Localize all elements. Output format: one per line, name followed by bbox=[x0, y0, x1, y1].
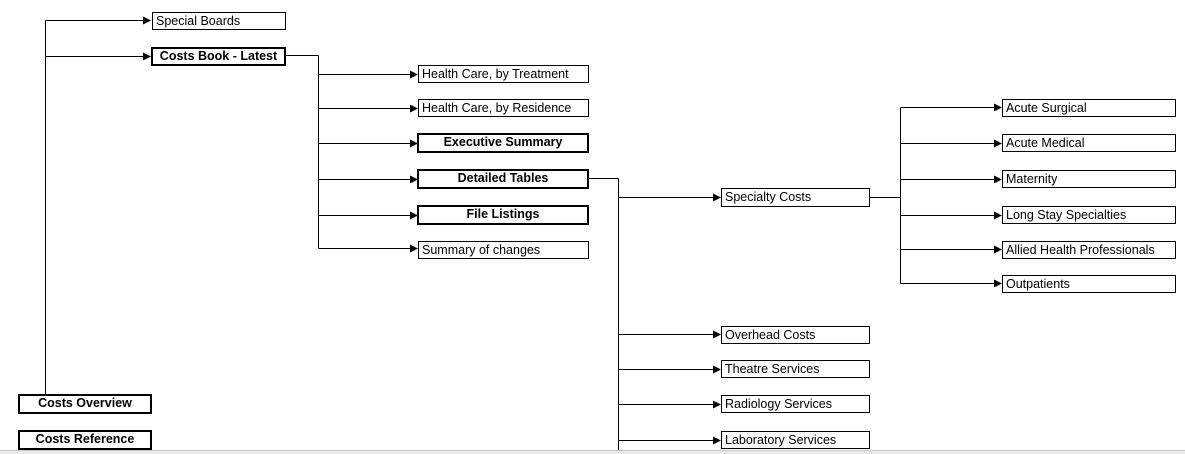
arrow-level4-4-arrowhead bbox=[994, 245, 1002, 254]
node-costs-book-latest[interactable]: Costs Book - Latest bbox=[151, 47, 286, 66]
arrow-special-boards-arrowhead bbox=[143, 16, 151, 25]
arrow-level4-0-arrowhead bbox=[994, 103, 1002, 112]
arrow-level2-4-arrowhead bbox=[410, 211, 418, 220]
node-executive-summary[interactable]: Executive Summary bbox=[417, 133, 589, 153]
node-detailed-tables[interactable]: Detailed Tables bbox=[417, 169, 589, 189]
node-allied-health-professionals[interactable]: Allied Health Professionals bbox=[1002, 241, 1176, 259]
node-maternity[interactable]: Maternity bbox=[1002, 170, 1176, 188]
node-acute-medical[interactable]: Acute Medical bbox=[1002, 134, 1176, 152]
arrow-level2-1-arrowhead bbox=[410, 104, 418, 113]
arrow-level3-0-arrowhead bbox=[713, 193, 721, 202]
arrow-level2-5-arrowhead bbox=[410, 244, 418, 253]
node-laboratory-services[interactable]: Laboratory Services bbox=[721, 431, 870, 449]
arrow-level2-2-arrowhead bbox=[410, 139, 418, 148]
node-theatre-services[interactable]: Theatre Services bbox=[721, 360, 870, 378]
arrow-level4-1-arrowhead bbox=[994, 139, 1002, 148]
arrow-level3-2-arrowhead bbox=[713, 365, 721, 374]
arrow-level3-1-arrowhead bbox=[713, 330, 721, 339]
arrow-level4-2-arrowhead bbox=[994, 175, 1002, 184]
node-costs-overview[interactable]: Costs Overview bbox=[18, 394, 152, 414]
node-acute-surgical[interactable]: Acute Surgical bbox=[1002, 99, 1176, 117]
arrow-level2-3-arrowhead bbox=[410, 175, 418, 184]
node-long-stay-specialties[interactable]: Long Stay Specialties bbox=[1002, 206, 1176, 224]
arrow-level3-4-arrowhead bbox=[713, 436, 721, 445]
node-health-care-by-treatment[interactable]: Health Care, by Treatment bbox=[418, 65, 589, 83]
node-special-boards[interactable]: Special Boards bbox=[152, 12, 286, 30]
node-radiology-services[interactable]: Radiology Services bbox=[721, 395, 870, 413]
arrow-level2-0-arrowhead bbox=[410, 70, 418, 79]
node-file-listings[interactable]: File Listings bbox=[417, 205, 589, 225]
node-summary-of-changes[interactable]: Summary of changes bbox=[418, 241, 589, 259]
arrow-level4-5-arrowhead bbox=[994, 279, 1002, 288]
arrow-level4-3-arrowhead bbox=[994, 211, 1002, 220]
node-costs-reference[interactable]: Costs Reference bbox=[18, 430, 152, 450]
arrow-level3-3-arrowhead bbox=[713, 400, 721, 409]
node-outpatients[interactable]: Outpatients bbox=[1002, 275, 1176, 293]
node-specialty-costs[interactable]: Specialty Costs bbox=[721, 188, 870, 207]
bottom-scroll-strip bbox=[0, 450, 1185, 454]
node-overhead-costs[interactable]: Overhead Costs bbox=[721, 326, 870, 344]
arrow-costs-book-arrowhead bbox=[143, 52, 151, 61]
node-health-care-by-residence[interactable]: Health Care, by Residence bbox=[418, 99, 589, 117]
